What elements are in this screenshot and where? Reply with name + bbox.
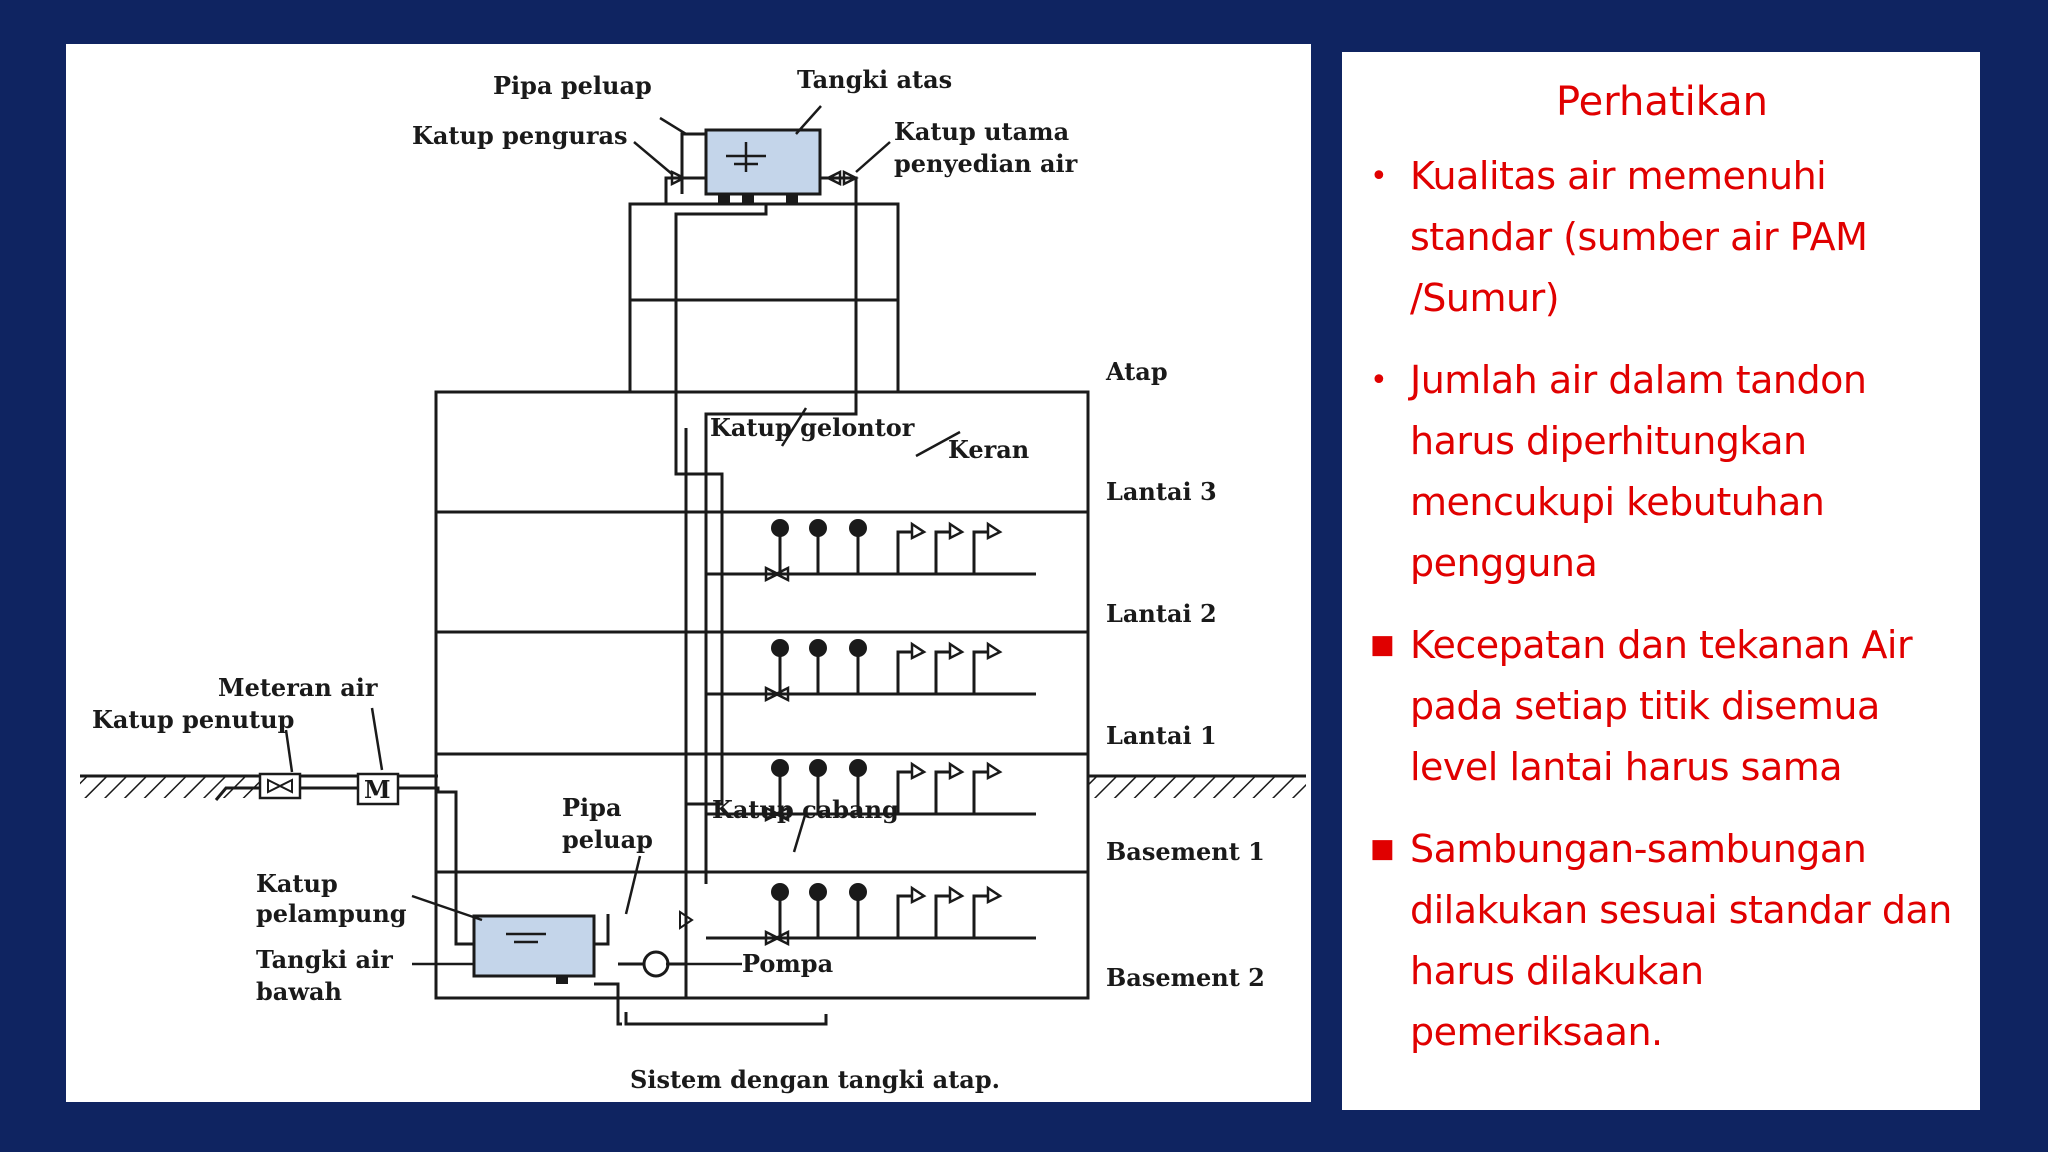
note-text: Sambungan-sambungan dilakukan sesuai sta…	[1410, 827, 1952, 1054]
faucet-icon	[948, 521, 965, 541]
square-bullet-icon: ■	[1370, 834, 1395, 864]
faucet-icon	[948, 641, 965, 661]
label-tangki-bawah-1: Tangki air	[256, 945, 393, 974]
notes-title: Perhatikan	[1555, 79, 1769, 125]
label-katup-pelampung-1: Katup	[256, 869, 338, 898]
faucet-icon	[986, 521, 1003, 541]
flush-valve-icon	[771, 883, 789, 901]
top-tank	[704, 128, 822, 204]
flush-valve-icon	[849, 759, 867, 777]
floor-branch-pipes	[706, 519, 1036, 947]
faucet-icon	[986, 761, 1003, 781]
label-katup-utama-2: penyedian air	[894, 149, 1078, 178]
note-item: • Kualitas air memenuhi standar (sumber a…	[1360, 146, 1964, 329]
flush-valve-icon	[771, 639, 789, 657]
plumbing-diagram: M Pipa peluap Tangki ata	[80, 65, 1306, 1094]
flush-valve-icon	[809, 883, 827, 901]
faucet-icon	[910, 761, 927, 781]
faucet-icon	[910, 885, 927, 905]
label-katup-gelontor: Katup gelontor	[710, 413, 915, 442]
faucet-icon	[948, 761, 965, 781]
flush-valve-icon	[771, 519, 789, 537]
building-outline	[434, 202, 1090, 1000]
label-tangki-atas: Tangki atas	[797, 65, 952, 94]
note-text: Jumlah air dalam tandon harus diperhitun…	[1410, 358, 1867, 585]
label-katup-utama-1: Katup utama	[894, 117, 1069, 146]
label-basement-2: Basement 2	[1106, 963, 1265, 992]
label-pipa-peluap-top: Pipa peluap	[493, 71, 652, 100]
label-pompa: Pompa	[742, 949, 833, 978]
note-text: Kualitas air memenuhi standar (sumber ai…	[1410, 154, 1868, 320]
note-text: Kecepatan dan tekanan Air pada setiap ti…	[1410, 623, 1913, 789]
pump-symbol	[642, 950, 670, 978]
label-meteran-air: Meteran air	[218, 673, 378, 702]
label-lantai-3: Lantai 3	[1106, 477, 1217, 506]
faucet-icon	[986, 885, 1003, 905]
flush-valve-icon	[771, 759, 789, 777]
label-katup-penutup: Katup penutup	[92, 705, 294, 734]
flush-valve-icon	[809, 639, 827, 657]
circle-bullet-icon: •	[1370, 363, 1388, 398]
flush-valve-icon	[809, 759, 827, 777]
diagram-caption: Sistem dengan tangki atap.	[630, 1065, 1000, 1094]
label-katup-pelampung-2: pelampung	[256, 899, 407, 928]
faucet-icon	[910, 521, 927, 541]
note-item: ■ Sambungan-sambungan dilakukan sesuai st…	[1360, 819, 1964, 1063]
label-lantai-1: Lantai 1	[1106, 721, 1217, 750]
label-lantai-2: Lantai 2	[1106, 599, 1217, 628]
water-meter-box	[356, 772, 400, 806]
flush-valve-icon	[849, 883, 867, 901]
shutoff-valve-box	[258, 772, 302, 800]
ground-hatch-right	[1088, 776, 1306, 798]
note-item: ■ Kecepatan dan tekanan Air pada setiap t…	[1360, 615, 1964, 798]
flush-valve-icon	[849, 519, 867, 537]
branch-valve-icon	[764, 685, 781, 703]
note-item: • Jumlah air dalam tandon harus diperhitu…	[1360, 350, 1964, 594]
label-basement-1: Basement 1	[1106, 837, 1265, 866]
circle-bullet-icon: •	[1370, 159, 1388, 194]
diagram-panel: M Pipa peluap Tangki ata	[66, 44, 1311, 1102]
faucet-icon	[986, 641, 1003, 661]
label-katup-penguras: Katup penguras	[412, 121, 628, 150]
bottom-tank	[472, 914, 596, 984]
label-keran: Keran	[948, 435, 1029, 464]
branch-valve-icon	[764, 805, 781, 823]
faucet-icon	[948, 885, 965, 905]
label-pipa-low-1: Pipa	[562, 793, 622, 822]
notes-panel: Perhatikan • Kualitas air memenuhi standa…	[1342, 52, 1980, 1110]
branch-valve-icon	[764, 929, 781, 947]
branch-valve-icon	[764, 565, 781, 583]
label-katup-cabang: Katup cabang	[712, 795, 899, 824]
faucet-icon	[910, 641, 927, 661]
meter-symbol: M	[364, 775, 391, 804]
label-atap: Atap	[1105, 357, 1168, 386]
notes-list: • Kualitas air memenuhi standar (sumber a…	[1360, 146, 1964, 1063]
label-tangki-bawah-2: bawah	[256, 977, 342, 1006]
square-bullet-icon: ■	[1370, 630, 1395, 660]
flush-valve-icon	[809, 519, 827, 537]
label-pipa-low-2: peluap	[562, 825, 653, 854]
ground-hatch-left	[80, 776, 296, 798]
flush-valve-icon	[849, 639, 867, 657]
